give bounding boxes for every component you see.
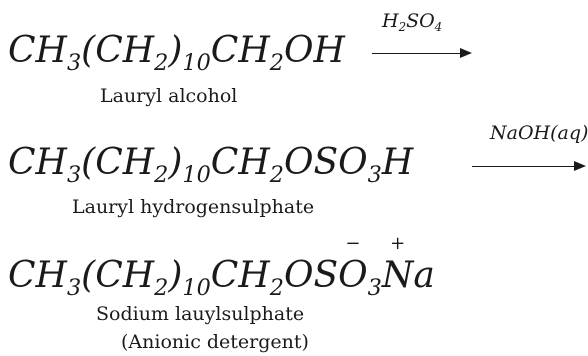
lauryl-hydrogensulphate-label: Lauryl hydrogensulphate <box>72 196 315 218</box>
sodium-laurylsulphate-label: Sodium lauylsulphate <box>96 303 305 325</box>
lauryl-alcohol-label: Lauryl alcohol <box>100 85 238 107</box>
lauryl-alcohol-formula: CH3(CH2)10CH2OH <box>8 30 345 76</box>
reagent-naoh: NaOH(aq) <box>490 122 588 144</box>
positive-charge: + <box>390 233 406 254</box>
reagent-sulfuric-acid: H2SO4 <box>382 10 443 35</box>
anionic-detergent-label: (Anionic detergent) <box>121 331 309 353</box>
lauryl-hydrogensulphate-formula: CH3(CH2)10CH2OSO3H <box>8 142 414 188</box>
sodium-laurylsulphate-formula: CH3(CH2)10CH2OSO−3N+a <box>8 233 435 301</box>
negative-charge: − <box>345 233 361 254</box>
